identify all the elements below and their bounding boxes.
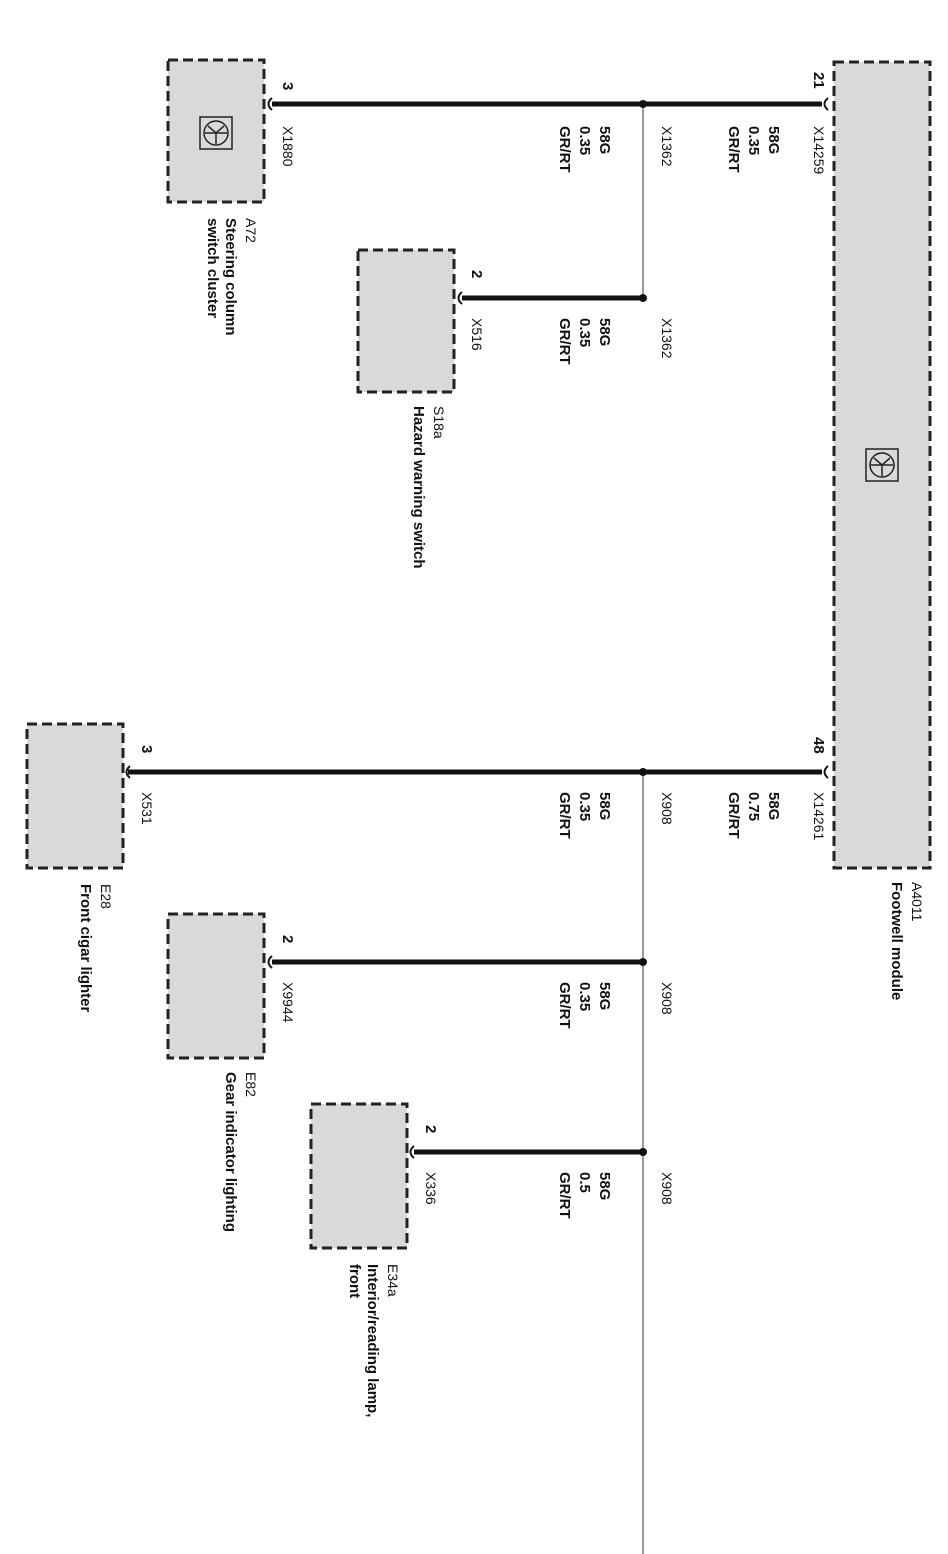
component-e28-cigar-lighter	[25, 722, 125, 870]
splice-label: X908	[659, 792, 675, 825]
wire-size: 0.35	[576, 982, 593, 1011]
component-name: Gear indicator lighting	[222, 1072, 239, 1232]
connector-label: X1880	[280, 126, 296, 167]
splice-dot	[639, 294, 647, 302]
pin-hook	[823, 765, 829, 779]
component-id: A4011	[909, 882, 925, 922]
component-id: E28	[98, 884, 114, 909]
connector-label: X9944	[280, 982, 296, 1023]
pin-number: 2	[279, 935, 296, 943]
wire-size: 0.35	[745, 126, 762, 155]
component-s18a-hazard-switch	[356, 248, 456, 394]
wire-color: 58G	[596, 318, 613, 346]
wire-size: 0.35	[576, 792, 593, 821]
splice-dot	[639, 1148, 647, 1156]
component-name: Front cigar lighter	[77, 884, 94, 1013]
component-id: A72	[243, 218, 259, 243]
connector-label: X531	[139, 792, 155, 825]
component-name: Footwell module	[888, 882, 905, 1000]
splice-label: X908	[659, 982, 675, 1015]
splice-label: X908	[659, 1172, 675, 1205]
wire-size: 0.35	[576, 318, 593, 347]
pin-number: 2	[468, 270, 485, 278]
component-e34a-interior-lamp	[309, 1102, 409, 1250]
component-name: Hazard warning switch	[410, 406, 427, 569]
pin-number: 21	[810, 72, 827, 89]
component-a72-steering-column	[166, 58, 266, 204]
wire-code: GR/RT	[725, 126, 742, 173]
pin-hook	[267, 97, 273, 111]
connector-label: X516	[469, 318, 485, 351]
component-name: Interior/reading lamp,	[364, 1264, 381, 1417]
component-name: Steering column	[222, 218, 239, 336]
connector-label: X14261	[811, 792, 827, 840]
connector-label: X336	[423, 1172, 439, 1205]
pin-number: 48	[810, 737, 827, 754]
wire-code: GR/RT	[556, 126, 573, 173]
wire-size: 0.5	[576, 1172, 593, 1193]
splice-dot	[639, 958, 647, 966]
wire-color: 58G	[596, 792, 613, 820]
wire-code: GR/RT	[556, 318, 573, 365]
component-id: S18a	[431, 406, 447, 439]
wire-size: 0.75	[745, 792, 762, 821]
component-name: front	[346, 1264, 363, 1298]
pin-hook	[267, 955, 273, 969]
wire-color: 58G	[596, 126, 613, 154]
pin-hook	[823, 97, 829, 111]
connector-label: X14259	[811, 126, 827, 174]
wire-color: 58G	[596, 1172, 613, 1200]
component-id: E82	[243, 1072, 259, 1097]
component-id: E34a	[385, 1264, 401, 1297]
wire-code: GR/RT	[556, 982, 573, 1029]
pin-number: 3	[138, 745, 155, 753]
pin-hook	[409, 1145, 415, 1159]
splice-dot	[639, 100, 647, 108]
ecu-icon	[865, 448, 899, 482]
pin-hook	[125, 765, 131, 779]
wire-code: GR/RT	[725, 792, 742, 839]
wire-color: 58G	[765, 126, 782, 154]
wire-size: 0.35	[576, 126, 593, 155]
wire-code: GR/RT	[556, 792, 573, 839]
pin-number: 3	[279, 82, 296, 90]
pin-number: 2	[422, 1125, 439, 1133]
wire-color: 58G	[765, 792, 782, 820]
splice-label: X1362	[659, 126, 675, 167]
ecu-icon	[199, 116, 233, 150]
component-name: switch cluster	[204, 218, 221, 318]
splice-dot	[639, 768, 647, 776]
wire-color: 58G	[596, 982, 613, 1010]
wire-code: GR/RT	[556, 1172, 573, 1219]
splice-label: X1362	[659, 318, 675, 359]
component-e82-gear-indicator	[166, 912, 266, 1060]
pin-hook	[457, 291, 463, 305]
